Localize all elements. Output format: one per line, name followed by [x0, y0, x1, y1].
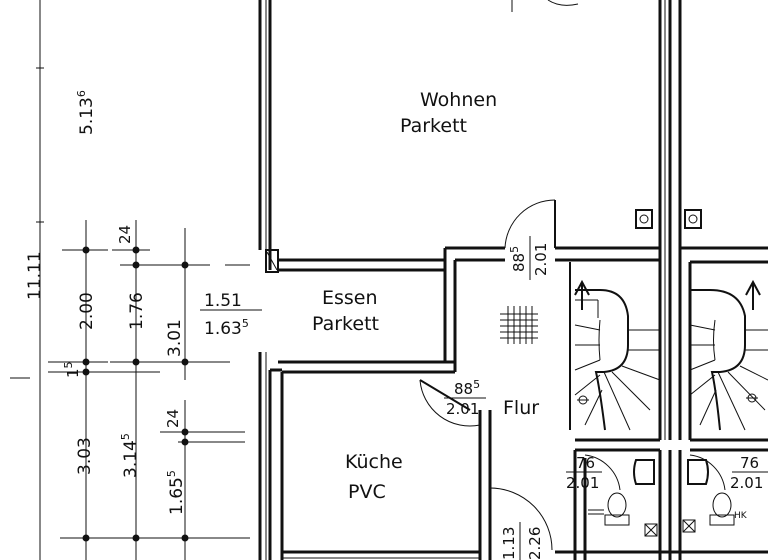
dim-essen-opening-h: 1.635: [204, 317, 249, 339]
wc-mark-label: HK: [734, 511, 748, 521]
door-wc1-height: 2.01: [566, 474, 599, 492]
door-wohnen-width: 885: [508, 246, 528, 272]
door-wc2-height: 2.01: [730, 474, 763, 492]
walls: [258, 0, 768, 560]
dim-row1-c: 3.01: [165, 319, 185, 357]
wc-fixtures-left: [588, 459, 658, 537]
dim-row2-small: 15: [62, 361, 82, 378]
dim-row3-small: 24: [164, 409, 182, 428]
door-bottom-width: 1.13: [500, 527, 518, 560]
staircase-left: [574, 279, 661, 431]
room-essen-floor: Parkett: [312, 313, 379, 335]
dim-row3-c: 1.655: [165, 470, 187, 515]
door-bottom-height: 2.26: [526, 527, 544, 560]
room-wohnen-name: Wohnen: [420, 89, 497, 111]
door-wc2-width: 76: [740, 454, 759, 472]
room-essen-name: Essen: [322, 287, 378, 309]
doors: [419, 199, 726, 551]
dim-row1-small: 24: [116, 225, 134, 244]
door-wohnen-height: 2.01: [532, 243, 550, 276]
staircase-right: [689, 279, 768, 431]
dim-row1-a: 2.00: [77, 292, 97, 330]
dim-row3-a: 3.03: [75, 437, 95, 475]
room-wohnen-floor: Parkett: [400, 115, 467, 137]
dim-row3-b: 3.145: [119, 433, 141, 478]
door-wc1-width: 76: [576, 454, 595, 472]
door-kueche-width: 885: [454, 378, 480, 398]
dim-essen-opening-w: 1.51: [204, 291, 242, 311]
dimension-lines: [10, 0, 262, 560]
room-flur-name: Flur: [503, 397, 539, 419]
dim-row1-b: 1.76: [127, 292, 147, 330]
room-kueche-name: Küche: [345, 451, 403, 473]
wc-fixtures-right: [682, 459, 735, 533]
dim-left-top-segment: 5.136: [75, 90, 97, 135]
floor-grid-symbol: [500, 306, 538, 344]
dim-total-width: 11.11: [25, 251, 45, 300]
door-kueche-height: 2.01: [446, 400, 479, 418]
room-kueche-floor: PVC: [348, 481, 386, 503]
vent-symbols: [635, 209, 702, 229]
